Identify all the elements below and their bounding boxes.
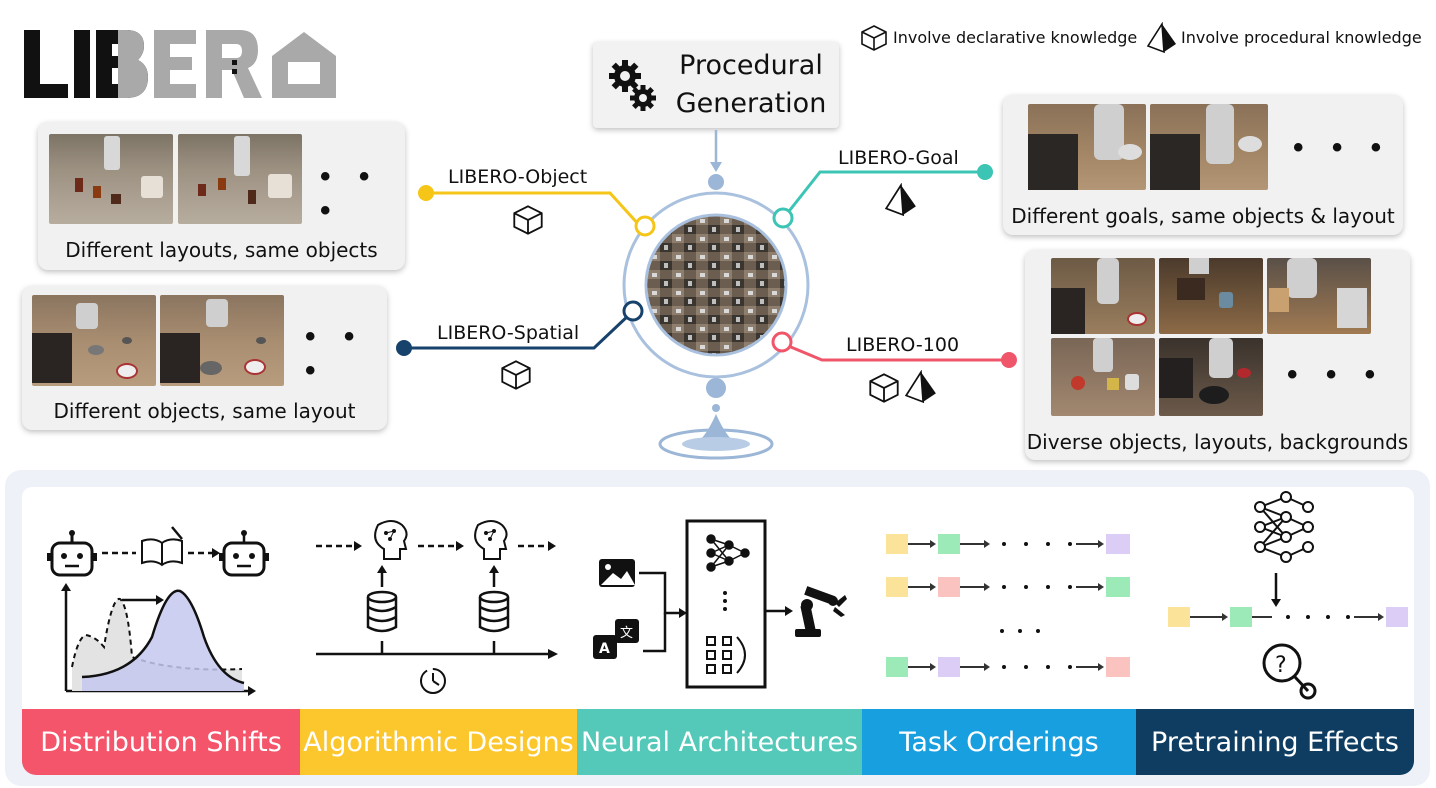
footer-pretraining-effects: Pretraining Effects — [1136, 709, 1414, 775]
scene-thumbnail — [32, 295, 156, 386]
footer-distribution-shifts: Distribution Shifts — [22, 709, 300, 775]
scene-thumbnail — [178, 134, 302, 224]
robot-arm-icon — [795, 586, 847, 637]
panel-algorithmic-designs — [300, 487, 578, 709]
task-block — [886, 657, 908, 677]
robot-face-icon — [219, 530, 269, 577]
neural-network-icon — [706, 534, 750, 572]
branch-label-goal: LIBERO-Goal — [838, 147, 959, 169]
legend-procedural: Involve procedural knowledge — [1181, 28, 1422, 47]
task-block — [1106, 534, 1130, 554]
libero-logo — [24, 30, 336, 98]
branch-label-spatial: LIBERO-Spatial — [437, 322, 580, 344]
scene-thumbnail — [49, 134, 173, 224]
scene-thumbnail — [1159, 258, 1263, 334]
procedural-title-line2: Generation — [675, 88, 827, 119]
pretraining-effects-illustration: ? — [1168, 491, 1408, 700]
cube-icon — [869, 373, 899, 403]
branch-label-object: LIBERO-Object — [448, 166, 588, 188]
scene-thumbnail — [1267, 258, 1371, 334]
footer-neural-architectures: Neural Architectures — [577, 709, 862, 775]
goal-card: • • • Different goals, same objects & la… — [1003, 95, 1403, 235]
neural-network-icon — [1254, 491, 1314, 563]
panel-distribution-shifts — [22, 487, 301, 709]
neural-architectures-illustration: A 文 — [593, 519, 847, 689]
algorithmic-designs-illustration — [316, 520, 558, 694]
brain-head-icon — [374, 520, 408, 560]
task-block — [1386, 607, 1408, 627]
svg-text:文: 文 — [620, 626, 633, 641]
ellipsis: • • • — [320, 160, 380, 227]
panel-pretraining-effects: ? — [1136, 487, 1414, 709]
object-card: • • • Different layouts, same objects — [38, 122, 405, 270]
panel-neural-architectures: A 文 — [577, 487, 863, 709]
tetrahedron-icon — [1146, 22, 1176, 54]
scene-thumbnail — [1028, 104, 1146, 190]
book-icon — [141, 526, 183, 567]
task-block — [886, 534, 908, 554]
robot-face-icon — [47, 530, 97, 577]
task-block — [1168, 607, 1190, 627]
branch-label-100: LIBERO-100 — [846, 334, 960, 356]
scene-thumbnail — [160, 295, 284, 386]
svg-text:A: A — [599, 641, 610, 657]
database-icon — [366, 590, 398, 633]
magnifier-question-icon: ? — [1262, 643, 1317, 700]
task-block — [1230, 607, 1252, 627]
gear-icon — [609, 60, 656, 111]
task-block — [938, 657, 960, 677]
cube-icon — [501, 360, 531, 390]
goal-caption: Different goals, same objects & layout — [1011, 204, 1395, 228]
scene-thumbnail — [1150, 104, 1268, 190]
footer-task-orderings: Task Orderings — [862, 709, 1136, 775]
clock-icon — [420, 668, 446, 694]
ellipsis: • • • — [305, 320, 365, 387]
task-orderings-illustration — [886, 534, 1130, 677]
database-icon — [478, 590, 510, 633]
legend-declarative: Involve declarative knowledge — [893, 28, 1138, 47]
libero100-caption: Diverse objects, layouts, backgrounds — [1026, 430, 1409, 454]
task-block — [1106, 657, 1130, 677]
task-block — [938, 534, 960, 554]
tetrahedron-icon — [884, 183, 916, 217]
scene-thumbnail — [1051, 258, 1155, 334]
cube-icon — [861, 25, 887, 51]
procedural-generation-box: Procedural Generation — [593, 42, 839, 128]
central-hub-diagram — [396, 130, 1017, 460]
cube-icon — [513, 205, 543, 235]
panel-task-orderings — [862, 487, 1137, 709]
ellipsis: • • • — [1293, 131, 1392, 164]
scene-thumbnail — [1159, 338, 1263, 416]
spatial-caption: Different objects, same layout — [53, 399, 356, 423]
translate-icon: A 文 — [593, 619, 639, 659]
footer-algorithmic-designs: Algorithmic Designs — [300, 709, 577, 775]
tetrahedron-icon — [904, 370, 936, 404]
brain-head-icon — [474, 520, 508, 560]
libero100-card: • • • Diverse objects, layouts, backgrou… — [1025, 250, 1410, 460]
neural-network-icon — [706, 636, 746, 674]
image-icon — [599, 559, 635, 587]
task-block — [1106, 577, 1130, 597]
scene-thumbnail — [1051, 338, 1155, 416]
task-block — [886, 577, 908, 597]
procedural-title-line1: Procedural — [679, 50, 823, 81]
task-block — [938, 577, 960, 597]
svg-text:?: ? — [1275, 653, 1287, 678]
object-caption: Different layouts, same objects — [65, 238, 378, 262]
spatial-card: • • • Different objects, same layout — [22, 286, 387, 430]
ellipsis: • • • — [1287, 358, 1386, 391]
distribution-shift-illustration — [47, 526, 269, 696]
